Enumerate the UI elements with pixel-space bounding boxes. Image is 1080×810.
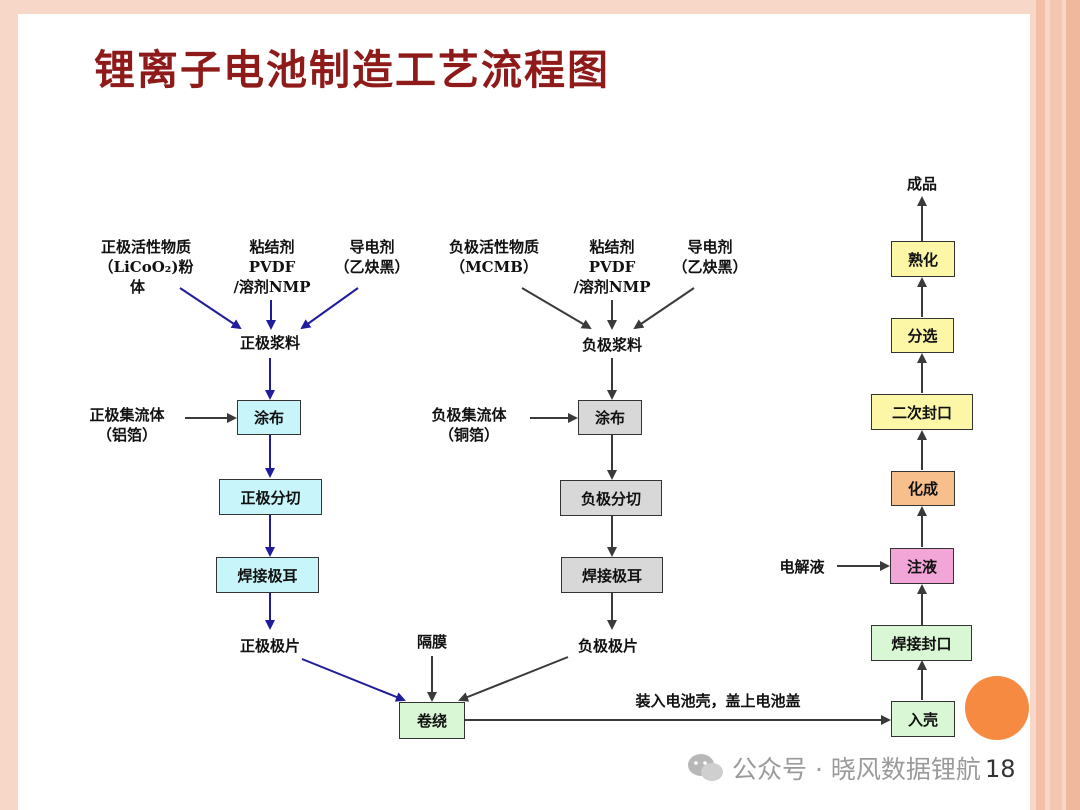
cathode-binder-line1: 粘结剂: [249, 238, 295, 256]
anode-binder-line3: /溶剂NMP: [573, 278, 651, 296]
cathode-active-material-line3: 体: [130, 278, 146, 296]
cathode-binder-label: 粘结剂 PVDF /溶剂NMP: [226, 237, 318, 297]
injection-box: 注液: [890, 548, 954, 584]
anode-collector-line2: （铜箔）: [438, 426, 499, 444]
winding-box: 卷绕: [399, 702, 465, 739]
casing-box: 入壳: [891, 701, 955, 737]
casing-instruction-label: 装入电池壳，盖上电池盖: [635, 692, 801, 710]
anode-binder-line1: 粘结剂: [589, 238, 635, 256]
anode-active-material-label: 负极活性物质 （MCMB）: [436, 237, 552, 277]
anode-slurry-label: 负极浆料: [581, 336, 642, 354]
cathode-arrows: [179, 287, 406, 702]
cathode-slurry-label: 正极浆料: [239, 334, 300, 352]
cathode-binder-line3: /溶剂NMP: [233, 278, 311, 296]
cathode-plate-label: 正极极片: [239, 637, 300, 655]
anode-conductive-label: 导电剂 （乙炔黑）: [664, 237, 756, 277]
anode-conductive-line1: 导电剂: [687, 238, 733, 256]
cathode-collector-line2: （铝箔）: [96, 426, 157, 444]
cathode-collector-line1: 正极集流体: [89, 406, 165, 424]
cathode-conductive-line1: 导电剂: [349, 238, 395, 256]
arrow-cathode-plate-to-winding: [301, 658, 406, 702]
page-number: 18: [985, 755, 1016, 783]
cathode-tab-welding-box: 焊接极耳: [216, 557, 319, 593]
cathode-coating-box: 涂布: [237, 400, 301, 435]
anode-plate-label: 负极极片: [577, 637, 638, 655]
electrolyte-label: 电解液: [779, 558, 825, 576]
separator-label: 隔膜: [416, 633, 447, 651]
cathode-conductive-line2: （乙炔黑）: [334, 258, 410, 276]
watermark-text: 公众号 · 晓风数据锂航: [732, 755, 981, 784]
arrow-cathode-conductive-to-slurry: [300, 287, 359, 330]
cathode-binder-line2: PVDF: [248, 258, 296, 276]
product-label: 成品: [906, 175, 937, 193]
arrow-cathode-active-to-slurry: [179, 287, 242, 330]
formation-box: 化成: [891, 471, 955, 506]
anode-binder-line2: PVDF: [588, 258, 636, 276]
arrow-anode-plate-to-winding: [458, 656, 569, 702]
slide-edge-strip-3: [1066, 0, 1080, 810]
aging-box: 熟化: [891, 241, 955, 277]
page-title: 锂离子电池制造工艺流程图: [94, 46, 610, 94]
slide-edge-strip-1: [1036, 0, 1045, 810]
slide-edge-strip-2: [1050, 0, 1062, 810]
anode-conductive-line2: （乙炔黑）: [672, 258, 748, 276]
anode-collector-label: 负极集流体 （铜箔）: [410, 405, 528, 445]
cathode-collector-label: 正极集流体 （铝箔）: [72, 405, 182, 445]
watermark: 公众号 · 晓风数据锂航: [686, 750, 981, 786]
anode-binder-label: 粘结剂 PVDF /溶剂NMP: [566, 237, 658, 297]
accent-circle: [965, 676, 1029, 740]
arrow-anode-conductive-to-slurry: [633, 287, 695, 330]
cathode-active-material-line1: 正极活性物质: [100, 238, 191, 256]
cathode-active-material-line2: （LiCoO₂)粉: [98, 258, 194, 276]
anode-coating-box: 涂布: [578, 400, 642, 435]
cathode-conductive-label: 导电剂 （乙炔黑）: [326, 237, 418, 277]
arrow-anode-active-to-slurry: [521, 287, 592, 330]
second-seal-box: 二次封口: [871, 394, 973, 430]
anode-slitting-box: 负极分切: [560, 480, 662, 516]
cathode-slitting-box: 正极分切: [219, 479, 322, 515]
anode-collector-line1: 负极集流体: [431, 406, 507, 424]
sorting-box: 分选: [891, 318, 954, 353]
weld-seal-box: 焊接封口: [871, 625, 972, 661]
wechat-icon: [688, 754, 723, 781]
anode-active-material-line2: （MCMB）: [450, 258, 538, 276]
anode-active-material-line1: 负极活性物质: [448, 238, 539, 256]
gray-arrows: [185, 196, 927, 725]
cathode-active-material-label: 正极活性物质 （LiCoO₂)粉 体: [86, 237, 206, 297]
anode-tab-welding-box: 焊接极耳: [561, 557, 663, 593]
slide-canvas: [18, 14, 1030, 810]
